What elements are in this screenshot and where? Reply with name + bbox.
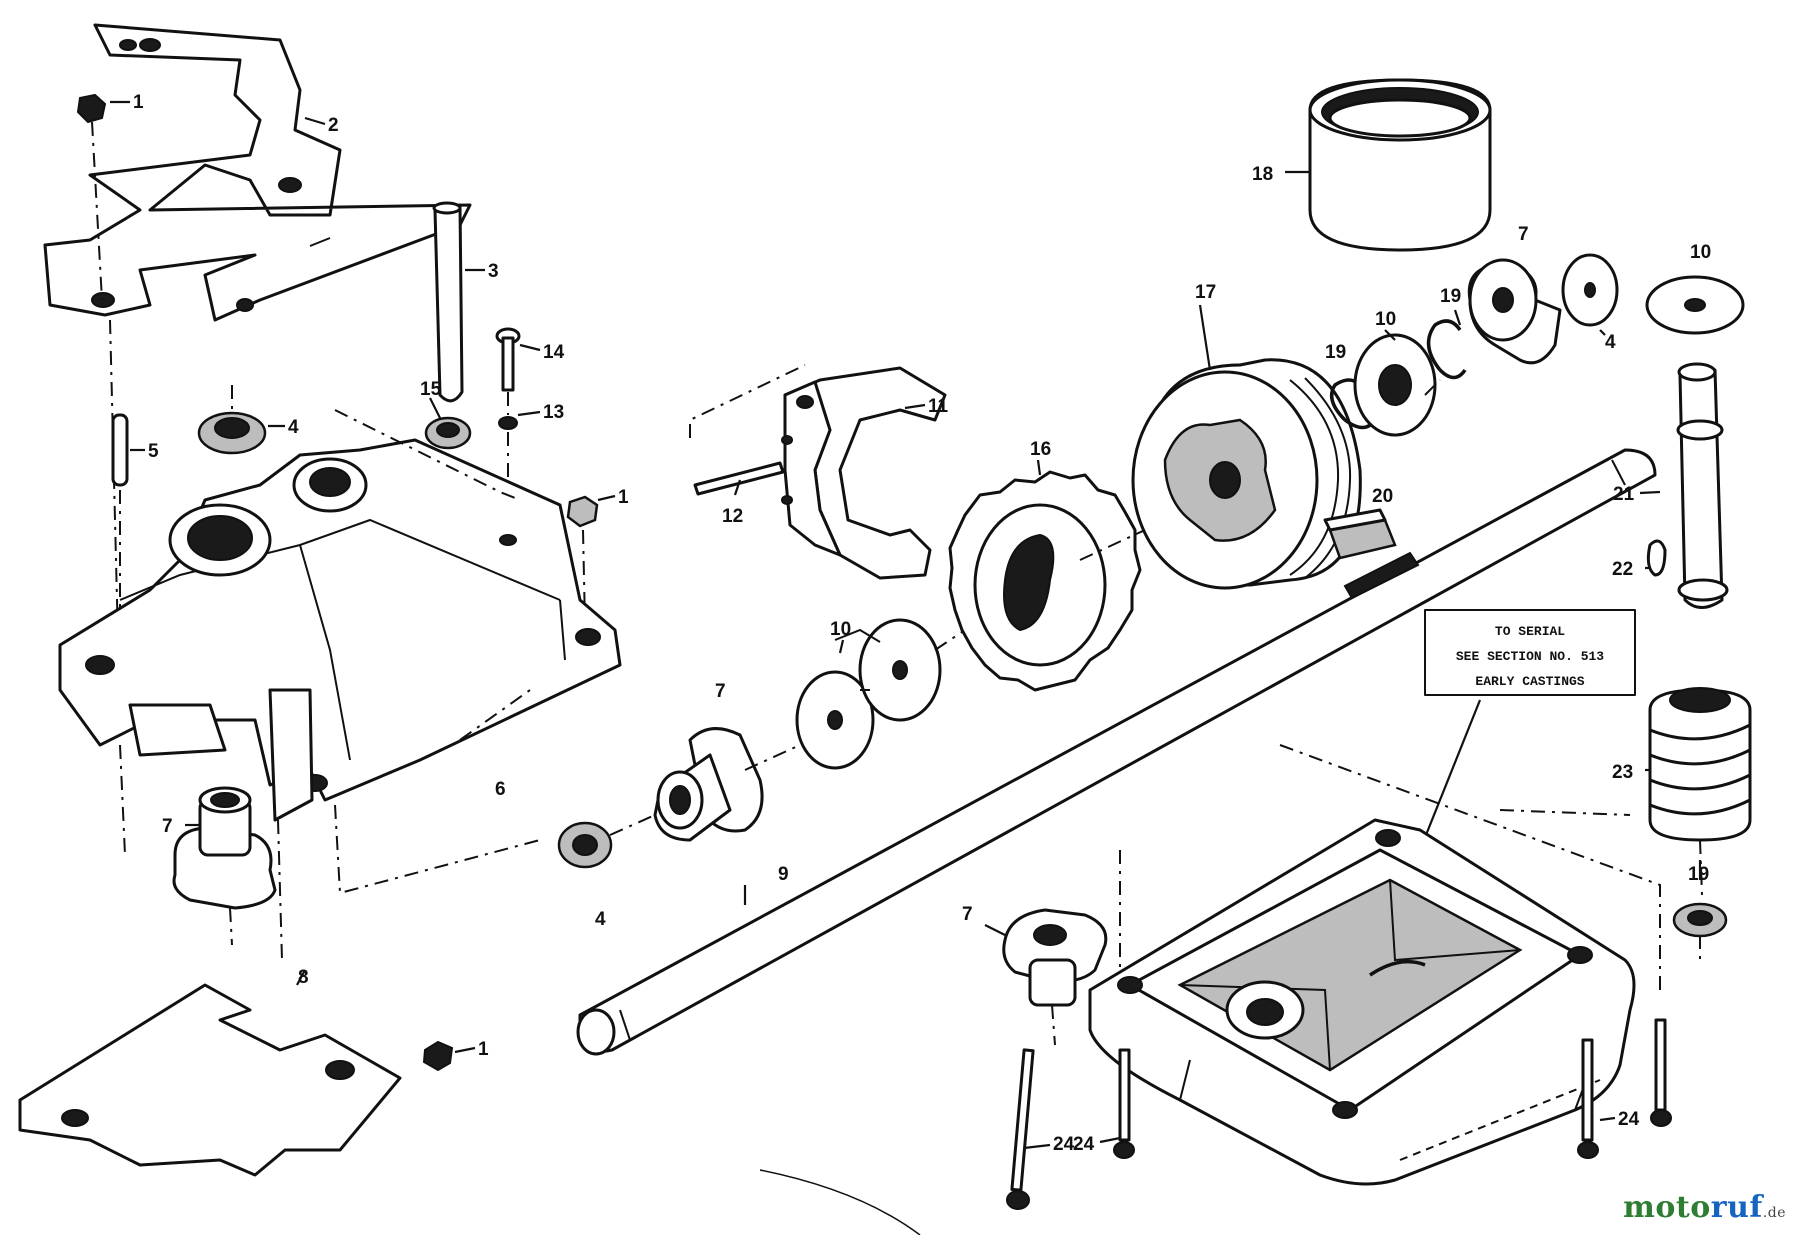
spacer-washer <box>795 670 875 770</box>
label-23: 23 <box>1612 762 1633 783</box>
cap-screw <box>1006 1048 1035 1210</box>
label-14: 14 <box>543 342 565 363</box>
hex-nut <box>422 1040 454 1072</box>
label-19: 19 <box>1688 864 1709 885</box>
label-2: 2 <box>328 115 339 136</box>
flanged-bushing <box>1002 908 1108 1007</box>
label-11: 11 <box>928 396 949 417</box>
label-1: 1 <box>618 487 629 508</box>
label-10: 10 <box>1375 309 1396 330</box>
thin-washer <box>1561 253 1619 327</box>
label-4: 4 <box>1605 332 1616 353</box>
dust-cup <box>1308 78 1492 252</box>
label-10: 10 <box>830 619 851 640</box>
label-22: 22 <box>1612 559 1633 580</box>
label-19: 19 <box>1325 342 1346 363</box>
label-7: 7 <box>715 681 726 702</box>
roll-pin <box>111 413 129 487</box>
flanged-bushing <box>172 786 277 910</box>
label-24: 24 <box>1073 1134 1095 1155</box>
label-7: 7 <box>162 816 173 837</box>
gear-case-base <box>1088 818 1636 1186</box>
worm-shaft <box>1676 362 1729 609</box>
label-5: 5 <box>148 441 159 462</box>
label-16: 16 <box>1030 439 1051 460</box>
clutch-drum <box>1131 358 1362 590</box>
brand-part-1: moto <box>1623 1190 1711 1225</box>
label-19: 19 <box>1440 286 1461 307</box>
label-7: 7 <box>1518 224 1529 245</box>
label-6: 6 <box>495 779 506 800</box>
upper-bracket <box>43 23 472 322</box>
label-3: 3 <box>488 261 499 282</box>
plate-line-2: SEE SECTION NO. 513 <box>1456 649 1604 664</box>
washer <box>424 416 472 450</box>
label-4: 4 <box>595 909 606 930</box>
leader-lines <box>110 100 1702 1150</box>
yoke-pin <box>693 461 785 496</box>
washer <box>197 411 267 455</box>
label-13: 13 <box>543 402 564 423</box>
cap-screw <box>1650 1018 1672 1127</box>
shift-yoke <box>781 366 947 580</box>
retaining-ring <box>1672 902 1728 938</box>
label-8: 8 <box>298 967 309 988</box>
bolt <box>495 327 521 392</box>
spacer-washer <box>858 618 942 722</box>
label-1: 1 <box>133 92 144 113</box>
label-24: 24 <box>1053 1134 1075 1155</box>
serial-plate: TO SERIAL SEE SECTION NO. 513 EARLY CAST… <box>1424 609 1636 696</box>
label-1: 1 <box>478 1039 489 1060</box>
label-18: 18 <box>1252 164 1273 185</box>
lower-bracket <box>18 983 402 1177</box>
label-24: 24 <box>1618 1109 1640 1130</box>
dowel-pin <box>432 201 464 403</box>
cap-screw <box>1577 1038 1599 1159</box>
thrust-washer <box>557 821 613 869</box>
washer <box>1353 333 1437 437</box>
label-7: 7 <box>962 904 973 925</box>
brand-part-2: ruf <box>1710 1190 1763 1225</box>
lock-washer <box>498 416 518 430</box>
label-20: 20 <box>1372 486 1393 507</box>
label-12: 12 <box>722 506 743 527</box>
hex-nut <box>566 495 599 528</box>
label-17: 17 <box>1195 282 1216 303</box>
brand-part-3: .de <box>1762 1205 1786 1221</box>
axle-shaft <box>576 448 1657 1056</box>
plate-line-3: EARLY CASTINGS <box>1475 674 1584 689</box>
label-21: 21 <box>1613 484 1635 505</box>
spur-gear <box>948 470 1142 692</box>
label-15: 15 <box>420 379 442 400</box>
woodruff-key <box>1646 539 1667 577</box>
gear-case-cover <box>58 438 622 822</box>
label-9: 9 <box>778 864 789 885</box>
watermark-logo: motoruf.de <box>1623 1190 1786 1225</box>
flanged-bushing <box>1467 258 1562 365</box>
flanged-bushing <box>653 727 764 842</box>
worm-gear <box>1648 687 1752 842</box>
worm-washer <box>1645 275 1745 335</box>
label-10: 10 <box>1690 242 1711 263</box>
shaft-key <box>1323 508 1397 560</box>
cap-screw <box>1113 1048 1135 1159</box>
label-4: 4 <box>288 417 299 438</box>
plate-line-1: TO SERIAL <box>1495 624 1565 639</box>
part-labels: 1 2 3 4 5 14 15 13 1 6 7 8 1 12 11 16 10… <box>133 92 1711 1155</box>
retaining-ring <box>1426 319 1467 380</box>
hex-nut <box>76 93 107 124</box>
